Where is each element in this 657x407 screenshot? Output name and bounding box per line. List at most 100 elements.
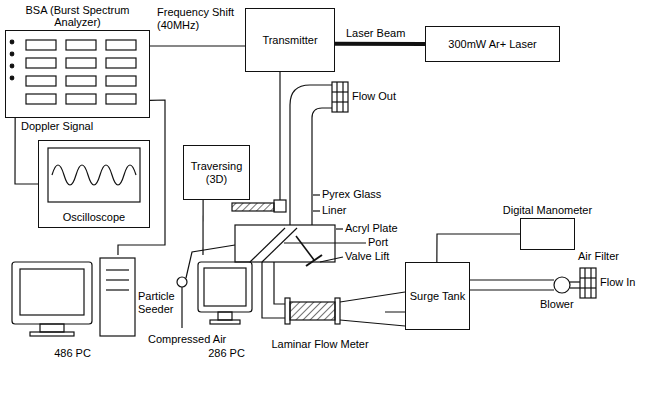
- panel-button: [26, 58, 56, 68]
- node-label: 286 PC: [208, 347, 245, 360]
- filter-duct: [570, 281, 580, 282]
- drive-slot: [106, 269, 129, 270]
- valve-head: [306, 255, 322, 266]
- monitor-stand: [218, 312, 232, 320]
- part-label: Pyrex Glass: [322, 188, 381, 201]
- monitor-base: [30, 332, 74, 336]
- signal-line: [437, 234, 520, 262]
- computer-icon: 486 PC: [5, 255, 140, 363]
- leader-line: [313, 194, 320, 195]
- screen-mesh: [332, 91, 348, 92]
- diffuser-wall: [340, 320, 405, 326]
- connector-label: Doppler Signal: [20, 120, 94, 133]
- part-label: Acryl Plate: [345, 222, 398, 235]
- manometer-box: Digital Manometer: [520, 218, 575, 250]
- monitor-screen: [204, 268, 246, 306]
- computer-icon: 286 PC: [195, 255, 258, 363]
- panel-led: [10, 76, 14, 80]
- flow-meter: Laminar Flow Meter: [255, 296, 385, 354]
- part-label: Particle Seeder: [138, 290, 178, 315]
- panel-button: [66, 40, 96, 50]
- node-label: Transmitter: [262, 34, 317, 47]
- node-label: 300mW Ar+ Laser: [448, 38, 536, 51]
- part-label: Valve Lift: [345, 250, 389, 263]
- meter-flange: [335, 298, 340, 324]
- leader-line: [284, 242, 366, 243]
- connector-label: Laser Beam: [345, 27, 406, 40]
- intake-duct: [262, 262, 285, 318]
- oscilloscope-box: Oscilloscope: [38, 140, 150, 228]
- part-label: Compressed Air: [148, 333, 226, 346]
- leader-line: [320, 257, 343, 262]
- filter-mesh: [580, 287, 596, 288]
- filter-mesh: [584, 268, 585, 298]
- node-label: 486 PC: [54, 347, 91, 360]
- exit-screen: [332, 82, 348, 112]
- panel-button: [106, 94, 136, 104]
- seeder-tube: [186, 245, 235, 278]
- drive-slot: [106, 289, 129, 290]
- signal-line: [385, 311, 405, 312]
- panel-button: [26, 40, 56, 50]
- filter-mesh: [580, 277, 596, 278]
- tank-box: Surge Tank: [405, 262, 470, 330]
- part-label: Flow Out: [352, 90, 396, 103]
- seeder-body: [177, 277, 187, 287]
- doppler-wave: [52, 165, 136, 185]
- node-label: Laminar Flow Meter: [271, 338, 368, 351]
- diffuser-wall: [340, 292, 405, 302]
- pc-tower: [100, 258, 135, 336]
- connector-label: Frequency Shift (40MHz): [156, 6, 240, 31]
- panel-led: [10, 52, 14, 56]
- air-line: [181, 287, 182, 328]
- panel-button: [26, 76, 56, 86]
- monitor-body: [12, 262, 92, 324]
- part-label: Flow In: [600, 276, 635, 289]
- panel-button: [106, 76, 136, 86]
- node-heading: BSA (Burst Spectrum Analyzer): [18, 4, 138, 31]
- panel-led: [10, 64, 14, 68]
- leader-line: [336, 228, 343, 229]
- scope-screen: [48, 148, 140, 202]
- air-filter: [580, 268, 596, 298]
- monitor-base: [210, 320, 240, 324]
- port-wall: [262, 228, 297, 262]
- analyzer-box: BSA (Burst Spectrum Analyzer): [5, 30, 150, 118]
- traverse-arm: [232, 203, 274, 211]
- panel-button: [106, 40, 136, 50]
- node-heading: Digital Manometer: [493, 204, 603, 219]
- laser-box: 300mW Ar+ Laser: [425, 26, 560, 62]
- fiber-cable: [279, 72, 280, 200]
- ldv-probe: [274, 200, 286, 212]
- connector-group: [15, 44, 520, 312]
- node-label: Traversing (3D): [187, 160, 246, 185]
- panel-button: [66, 94, 96, 104]
- leader-line: [313, 210, 320, 211]
- meter-element: [290, 302, 335, 320]
- panel-button: [66, 58, 96, 68]
- valve-stem: [296, 236, 314, 260]
- part-label: Air Filter: [578, 250, 619, 263]
- filter-mesh: [590, 268, 591, 298]
- panel-button: [106, 58, 136, 68]
- screen-mesh: [332, 101, 348, 102]
- screen-mesh: [342, 82, 343, 112]
- node-label: Oscilloscope: [63, 211, 125, 224]
- monitor-screen: [20, 269, 84, 315]
- screen-mesh: [336, 82, 337, 112]
- part-label: Port: [368, 236, 388, 249]
- monitor-body: [198, 262, 252, 312]
- filter-duct: [570, 287, 580, 288]
- blower-duct: [470, 289, 554, 290]
- node-label: Surge Tank: [410, 290, 465, 303]
- signal-line: [202, 200, 203, 255]
- blower-duct: [470, 279, 554, 280]
- transmitter-box: Transmitter: [245, 8, 335, 72]
- intake-duct: [274, 262, 285, 304]
- signal-line: [150, 45, 245, 46]
- part-label: Liner: [322, 204, 346, 217]
- signal-line: [118, 100, 165, 255]
- panel-button: [26, 94, 56, 104]
- part-label: Blower: [540, 298, 574, 311]
